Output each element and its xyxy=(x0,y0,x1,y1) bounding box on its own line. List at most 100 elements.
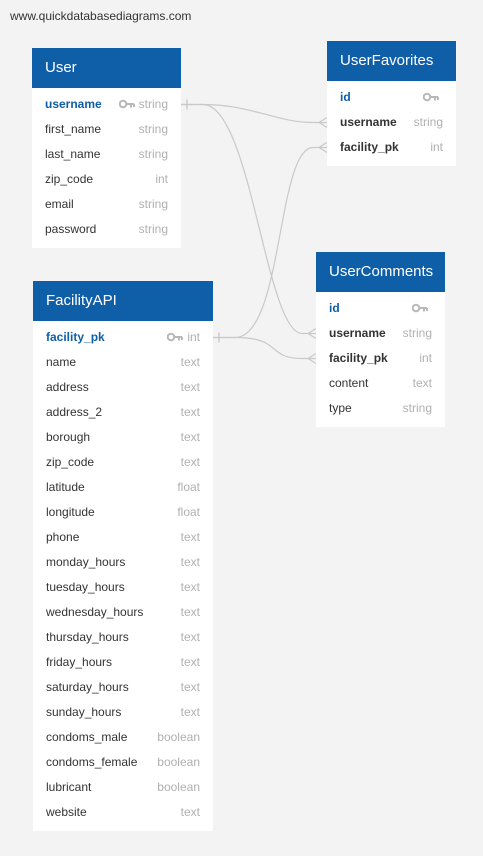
field-name: sunday_hours xyxy=(46,705,122,719)
field-type-text: text xyxy=(412,376,432,390)
field-type: string xyxy=(118,92,168,117)
field-name: zip_code xyxy=(46,455,95,469)
field-type-text: text xyxy=(180,530,200,544)
relationship-line xyxy=(181,99,317,340)
field-name: address xyxy=(46,380,89,394)
field-row-sunday-hours[interactable]: sunday_hours text xyxy=(33,700,213,725)
field-type-text: string xyxy=(402,326,432,340)
field-name: address_2 xyxy=(46,405,103,419)
field-row-username[interactable]: username string xyxy=(316,321,445,346)
watermark: www.quickdatabasediagrams.com xyxy=(10,9,192,23)
field-name: last_name xyxy=(45,147,101,161)
field-type-text: text xyxy=(180,380,200,394)
field-name: first_name xyxy=(45,122,102,136)
field-type: int xyxy=(155,167,168,192)
field-type: text xyxy=(181,375,200,400)
field-name: email xyxy=(45,197,74,211)
field-name: content xyxy=(329,376,369,390)
field-name: longitude xyxy=(46,505,95,519)
field-name: tuesday_hours xyxy=(46,580,125,594)
field-name: website xyxy=(46,805,87,819)
field-type: text xyxy=(181,675,200,700)
field-row-lubricant[interactable]: lubricant boolean xyxy=(33,775,213,800)
field-row-condoms-male[interactable]: condoms_male boolean xyxy=(33,725,213,750)
field-row-last-name[interactable]: last_name string xyxy=(32,142,181,167)
field-type: boolean xyxy=(157,725,200,750)
table-user-title[interactable]: User xyxy=(32,48,181,88)
field-row-facility-pk[interactable]: facility_pk int xyxy=(327,135,456,160)
field-row-longitude[interactable]: longitude float xyxy=(33,500,213,525)
field-type: string xyxy=(139,142,168,167)
field-name: id xyxy=(329,301,340,315)
field-name: username xyxy=(45,97,102,111)
field-type-text: text xyxy=(180,680,200,694)
field-type-text: text xyxy=(180,555,200,569)
table-user-favorites-title[interactable]: UserFavorites xyxy=(327,41,456,81)
table-user-comments-title[interactable]: UserComments xyxy=(316,252,445,292)
field-type-text: boolean xyxy=(157,730,200,744)
field-name: phone xyxy=(46,530,80,544)
table-user-comments[interactable]: UserComments id username string facility_pk… xyxy=(316,252,445,427)
field-row-type[interactable]: type string xyxy=(316,396,445,421)
field-name: type xyxy=(329,401,352,415)
field-row-borough[interactable]: borough text xyxy=(33,425,213,450)
field-name: borough xyxy=(46,430,91,444)
field-type: float xyxy=(177,500,200,525)
field-type: text xyxy=(181,600,200,625)
field-type: string xyxy=(403,396,432,421)
field-type: text xyxy=(181,425,200,450)
field-name: lubricant xyxy=(46,780,92,794)
field-row-content[interactable]: content text xyxy=(316,371,445,396)
field-row-id[interactable]: id xyxy=(327,85,456,110)
field-row-phone[interactable]: phone text xyxy=(33,525,213,550)
field-name: latitude xyxy=(46,480,85,494)
field-type-text: text xyxy=(180,405,200,419)
field-row-address-2[interactable]: address_2 text xyxy=(33,400,213,425)
field-type-text: int xyxy=(155,172,168,186)
field-type: text xyxy=(181,550,200,575)
field-row-address[interactable]: address text xyxy=(33,375,213,400)
field-name: thursday_hours xyxy=(46,630,129,644)
field-type-text: string xyxy=(402,401,432,415)
field-type: boolean xyxy=(157,750,200,775)
field-row-username[interactable]: username string xyxy=(32,92,181,117)
field-type-text: string xyxy=(138,147,168,161)
field-type: text xyxy=(181,700,200,725)
field-type-text: text xyxy=(180,705,200,719)
field-name: condoms_male xyxy=(46,730,128,744)
field-type: int xyxy=(167,325,200,350)
field-type-text: string xyxy=(413,115,443,129)
field-name: friday_hours xyxy=(46,655,113,669)
field-name: username xyxy=(329,326,386,340)
table-facility-api-title[interactable]: FacilityAPI xyxy=(33,281,213,321)
field-type xyxy=(411,296,432,321)
field-row-id[interactable]: id xyxy=(316,296,445,321)
field-type-text: int xyxy=(430,140,443,154)
field-name: facility_pk xyxy=(340,140,399,154)
field-type-text: boolean xyxy=(157,780,200,794)
